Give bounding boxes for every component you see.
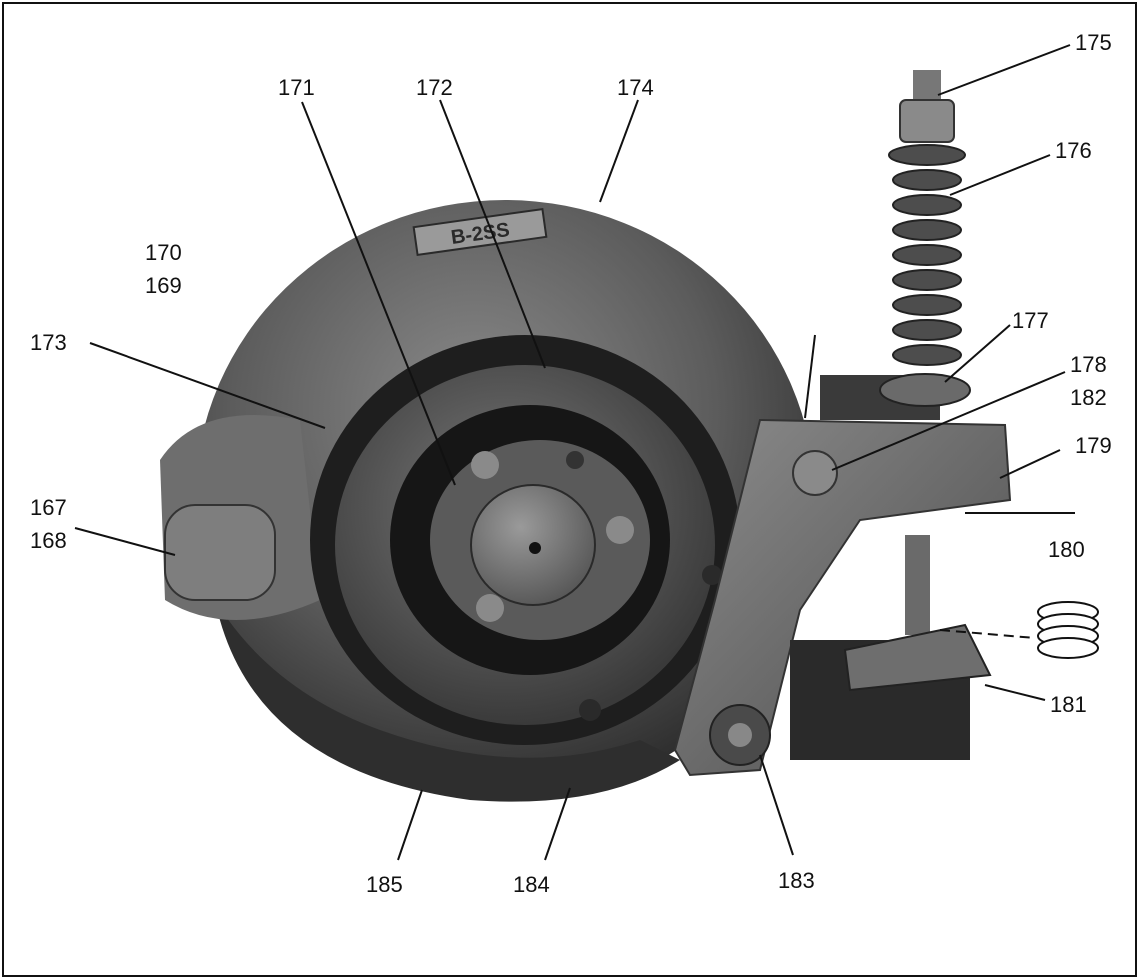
setscrew xyxy=(702,565,722,585)
stud-nut xyxy=(899,99,955,143)
callout-171: 171 xyxy=(278,75,315,100)
callout-168: 168 xyxy=(30,528,67,553)
hub-bolt xyxy=(476,594,504,622)
hub-bolt xyxy=(566,451,584,469)
callout-176: 176 xyxy=(1055,138,1092,163)
clamp-plate xyxy=(843,623,992,692)
housing-lower-shroud xyxy=(215,600,680,802)
left-bolt-head xyxy=(164,504,276,601)
compression-spring xyxy=(888,144,966,366)
callout-179: 179 xyxy=(1075,433,1112,458)
loose-spring xyxy=(1037,601,1099,659)
callout-labels: 175 176 177 178 182 179 180 181 183 184 … xyxy=(30,30,1112,897)
spring-washer xyxy=(879,373,971,407)
callout-170: 170 xyxy=(145,240,182,265)
callout-181: 181 xyxy=(1050,692,1087,717)
setscrew xyxy=(579,699,601,721)
callout-180: 180 xyxy=(1048,537,1085,562)
callout-177: 177 xyxy=(1012,308,1049,333)
casting-mark: B-2SS xyxy=(412,207,548,257)
callout-167: 167 xyxy=(30,495,67,520)
callout-183: 183 xyxy=(778,868,815,893)
callout-172: 172 xyxy=(416,75,453,100)
callout-178: 178 xyxy=(1070,352,1107,377)
callout-169: 169 xyxy=(145,273,182,298)
callout-182: 182 xyxy=(1070,385,1107,410)
leader-lines xyxy=(74,44,1075,861)
adjusting-bolt-center xyxy=(728,723,752,747)
lever-arm xyxy=(673,418,1012,777)
callout-184: 184 xyxy=(513,872,550,897)
callout-185: 185 xyxy=(366,872,403,897)
plunger-rod xyxy=(905,535,930,635)
hub-bolt xyxy=(606,516,634,544)
hub-bolt xyxy=(471,451,499,479)
pivot-pin xyxy=(792,450,838,496)
callout-175: 175 xyxy=(1075,30,1112,55)
hub-center-hole xyxy=(529,542,541,554)
callout-173: 173 xyxy=(30,330,67,355)
brake-illustration: B-2SS xyxy=(160,70,1099,802)
callout-174: 174 xyxy=(617,75,654,100)
